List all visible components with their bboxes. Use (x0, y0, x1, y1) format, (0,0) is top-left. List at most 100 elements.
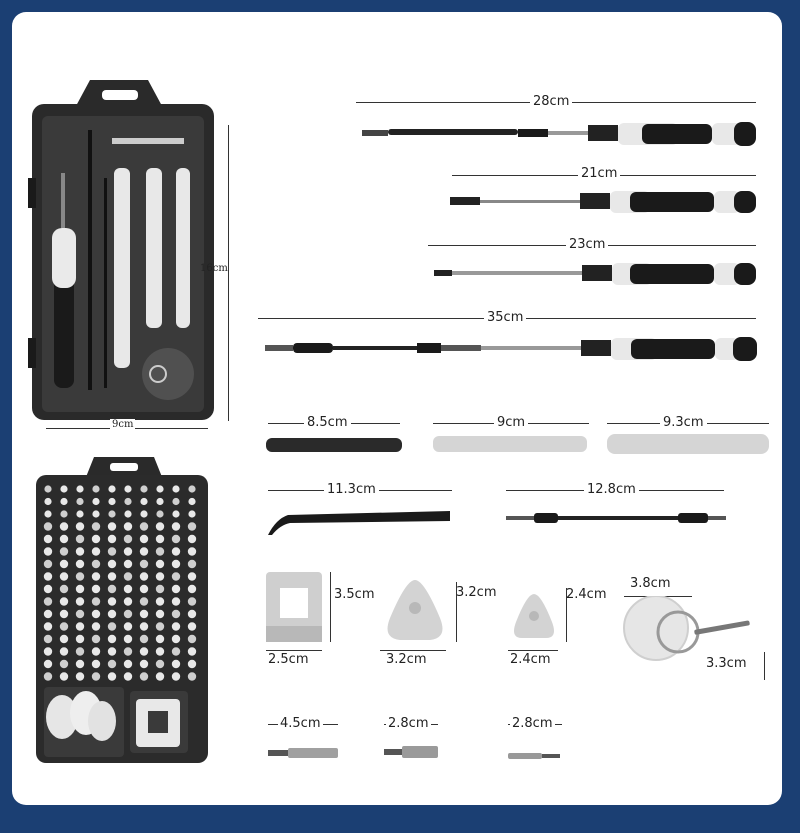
bit-slot (171, 534, 181, 544)
adapter-3-drawing (508, 753, 560, 759)
bit-slot (155, 572, 165, 581)
bit-slot (155, 659, 165, 669)
screwdriver-2-drawing (450, 191, 756, 213)
bit-slot (91, 609, 101, 619)
pick-small-width-line (508, 650, 558, 651)
bit-slot (43, 572, 53, 581)
bit-slot (139, 547, 149, 556)
bit-slot (59, 622, 69, 631)
bit-slot (44, 485, 52, 493)
bit-slot (59, 597, 69, 606)
bit-slot (108, 485, 116, 493)
bit-slot (75, 634, 85, 644)
bit-slot (107, 634, 117, 644)
bit-slot (123, 547, 133, 556)
bit-slot (75, 584, 85, 594)
bit-slot (59, 634, 69, 644)
bit-slot (139, 622, 149, 631)
bit-slot (43, 559, 53, 569)
adapter-2-drawing (384, 746, 438, 758)
bit-holder (266, 572, 324, 648)
bit-slot (139, 647, 149, 656)
pry-tool-black (266, 438, 402, 452)
bit-slot (171, 584, 181, 594)
bit-slot (91, 572, 101, 581)
bit-slot (171, 547, 181, 556)
bit-slot (59, 547, 69, 556)
bit-slot (75, 572, 85, 581)
bit-slot (107, 547, 117, 556)
bit-slot (43, 522, 53, 531)
holder-width: 2.5cm (268, 652, 309, 667)
pick-large-width: 3.2cm (386, 652, 427, 667)
bit-slot (59, 572, 69, 581)
bit-slot (91, 534, 101, 544)
adapter-3 (508, 746, 562, 765)
bit-slot (139, 597, 149, 606)
adapter-2 (384, 744, 440, 763)
bit-slot (139, 559, 149, 569)
bit-slot (156, 497, 164, 506)
bit-slot (187, 647, 197, 656)
bit-slot (187, 572, 197, 581)
pry-tool-wide (607, 434, 769, 454)
bit-slot (43, 647, 53, 656)
bit-slot (155, 559, 165, 569)
bit-slot (124, 485, 132, 493)
screwdriver-1-drawing (362, 122, 756, 146)
bit-slot (123, 559, 133, 569)
bit-slot (107, 584, 117, 594)
suction-cup-drawing (623, 595, 750, 661)
bit-slot (92, 510, 100, 518)
case-top-drawing (28, 80, 214, 420)
bit-slot (92, 485, 100, 493)
pick-large-drawing (387, 580, 443, 640)
bit-slot (44, 497, 52, 506)
bit-slot (59, 647, 69, 656)
bit-case (32, 455, 212, 765)
bit-slot (155, 672, 165, 681)
bit-slot (188, 497, 196, 506)
bit-slot (43, 547, 53, 556)
bit-slot (75, 672, 85, 681)
bit-slot (139, 609, 149, 619)
bit-slot (187, 559, 197, 569)
bit-holder-drawing (266, 572, 322, 642)
screwdriver-3 (434, 261, 758, 291)
bit-slot (172, 485, 180, 493)
pick-small-width: 2.4cm (510, 652, 551, 667)
bit-slot (188, 485, 196, 493)
bit-slot (75, 534, 85, 544)
bit-slot (172, 497, 180, 506)
bit-slot (75, 647, 85, 656)
screwdriver-3-drawing (434, 263, 756, 285)
bit-slot (107, 597, 117, 606)
bit-slot (91, 672, 101, 681)
pick-large (380, 578, 450, 646)
flex-extension-drawing (506, 513, 726, 523)
bit-slot (60, 497, 68, 506)
flex-extension (506, 510, 728, 530)
bit-slot (171, 522, 181, 531)
bit-slot (171, 609, 181, 619)
bit-slot (91, 547, 101, 556)
bit-slot (171, 672, 181, 681)
tweezers-drawing (268, 511, 450, 535)
bit-slot (139, 572, 149, 581)
bit-slot (123, 522, 133, 531)
bit-slot (172, 510, 180, 518)
extension-length: 12.8cm (584, 482, 639, 497)
bit-slot (43, 622, 53, 631)
bit-slot (59, 609, 69, 619)
case-top-height-label: 16cm (200, 263, 228, 274)
pick-small-height: 2.4cm (566, 588, 607, 602)
suction-cup (620, 595, 770, 680)
bit-slot (123, 572, 133, 581)
bit-slot (171, 572, 181, 581)
bit-slot (123, 672, 133, 681)
suction-tool-length: 3.3cm (706, 656, 747, 671)
bit-slot (155, 584, 165, 594)
bit-slot (155, 547, 165, 556)
bit-slot (171, 647, 181, 656)
screwdriver-1 (362, 120, 758, 152)
